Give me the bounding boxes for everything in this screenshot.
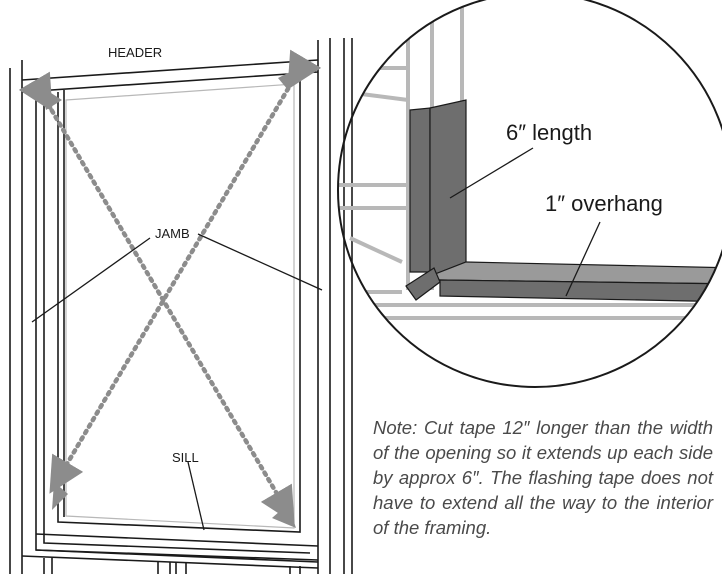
window-jamb-frame — [35, 72, 319, 561]
tape-vertical-front — [429, 99, 467, 277]
flashing-tape — [405, 99, 722, 303]
length-label: 6″ length — [506, 120, 592, 145]
jamb-leader-left — [31, 237, 151, 323]
cripple-studs — [43, 558, 301, 574]
overhang-leader — [565, 221, 601, 297]
detail-circle-outline — [337, 0, 722, 388]
tape-vertical-length — [409, 107, 431, 273]
header-beam — [21, 59, 319, 93]
note-text: Note: Cut tape 12″ longer than the width… — [373, 417, 713, 538]
length-leader — [449, 147, 534, 199]
leader-lines — [31, 233, 323, 531]
jamb-label: JAMB — [155, 226, 190, 241]
arrow-tips — [40, 66, 302, 528]
overhang-label: 1″ overhang — [545, 191, 663, 216]
detail-callout: 6″ length 1″ overhang — [337, 0, 722, 388]
diagonal-arrow-a — [18, 71, 295, 524]
tape-folded-corner — [405, 267, 441, 301]
diagonal-arrow-b — [49, 49, 322, 494]
header-label: HEADER — [108, 45, 162, 60]
tape-horizontal-face — [439, 279, 722, 303]
jamb-leader-right — [197, 233, 323, 291]
sill-leader — [187, 461, 205, 531]
sill-label: SILL — [172, 450, 199, 465]
diagonal-measure-arrows — [18, 49, 322, 524]
